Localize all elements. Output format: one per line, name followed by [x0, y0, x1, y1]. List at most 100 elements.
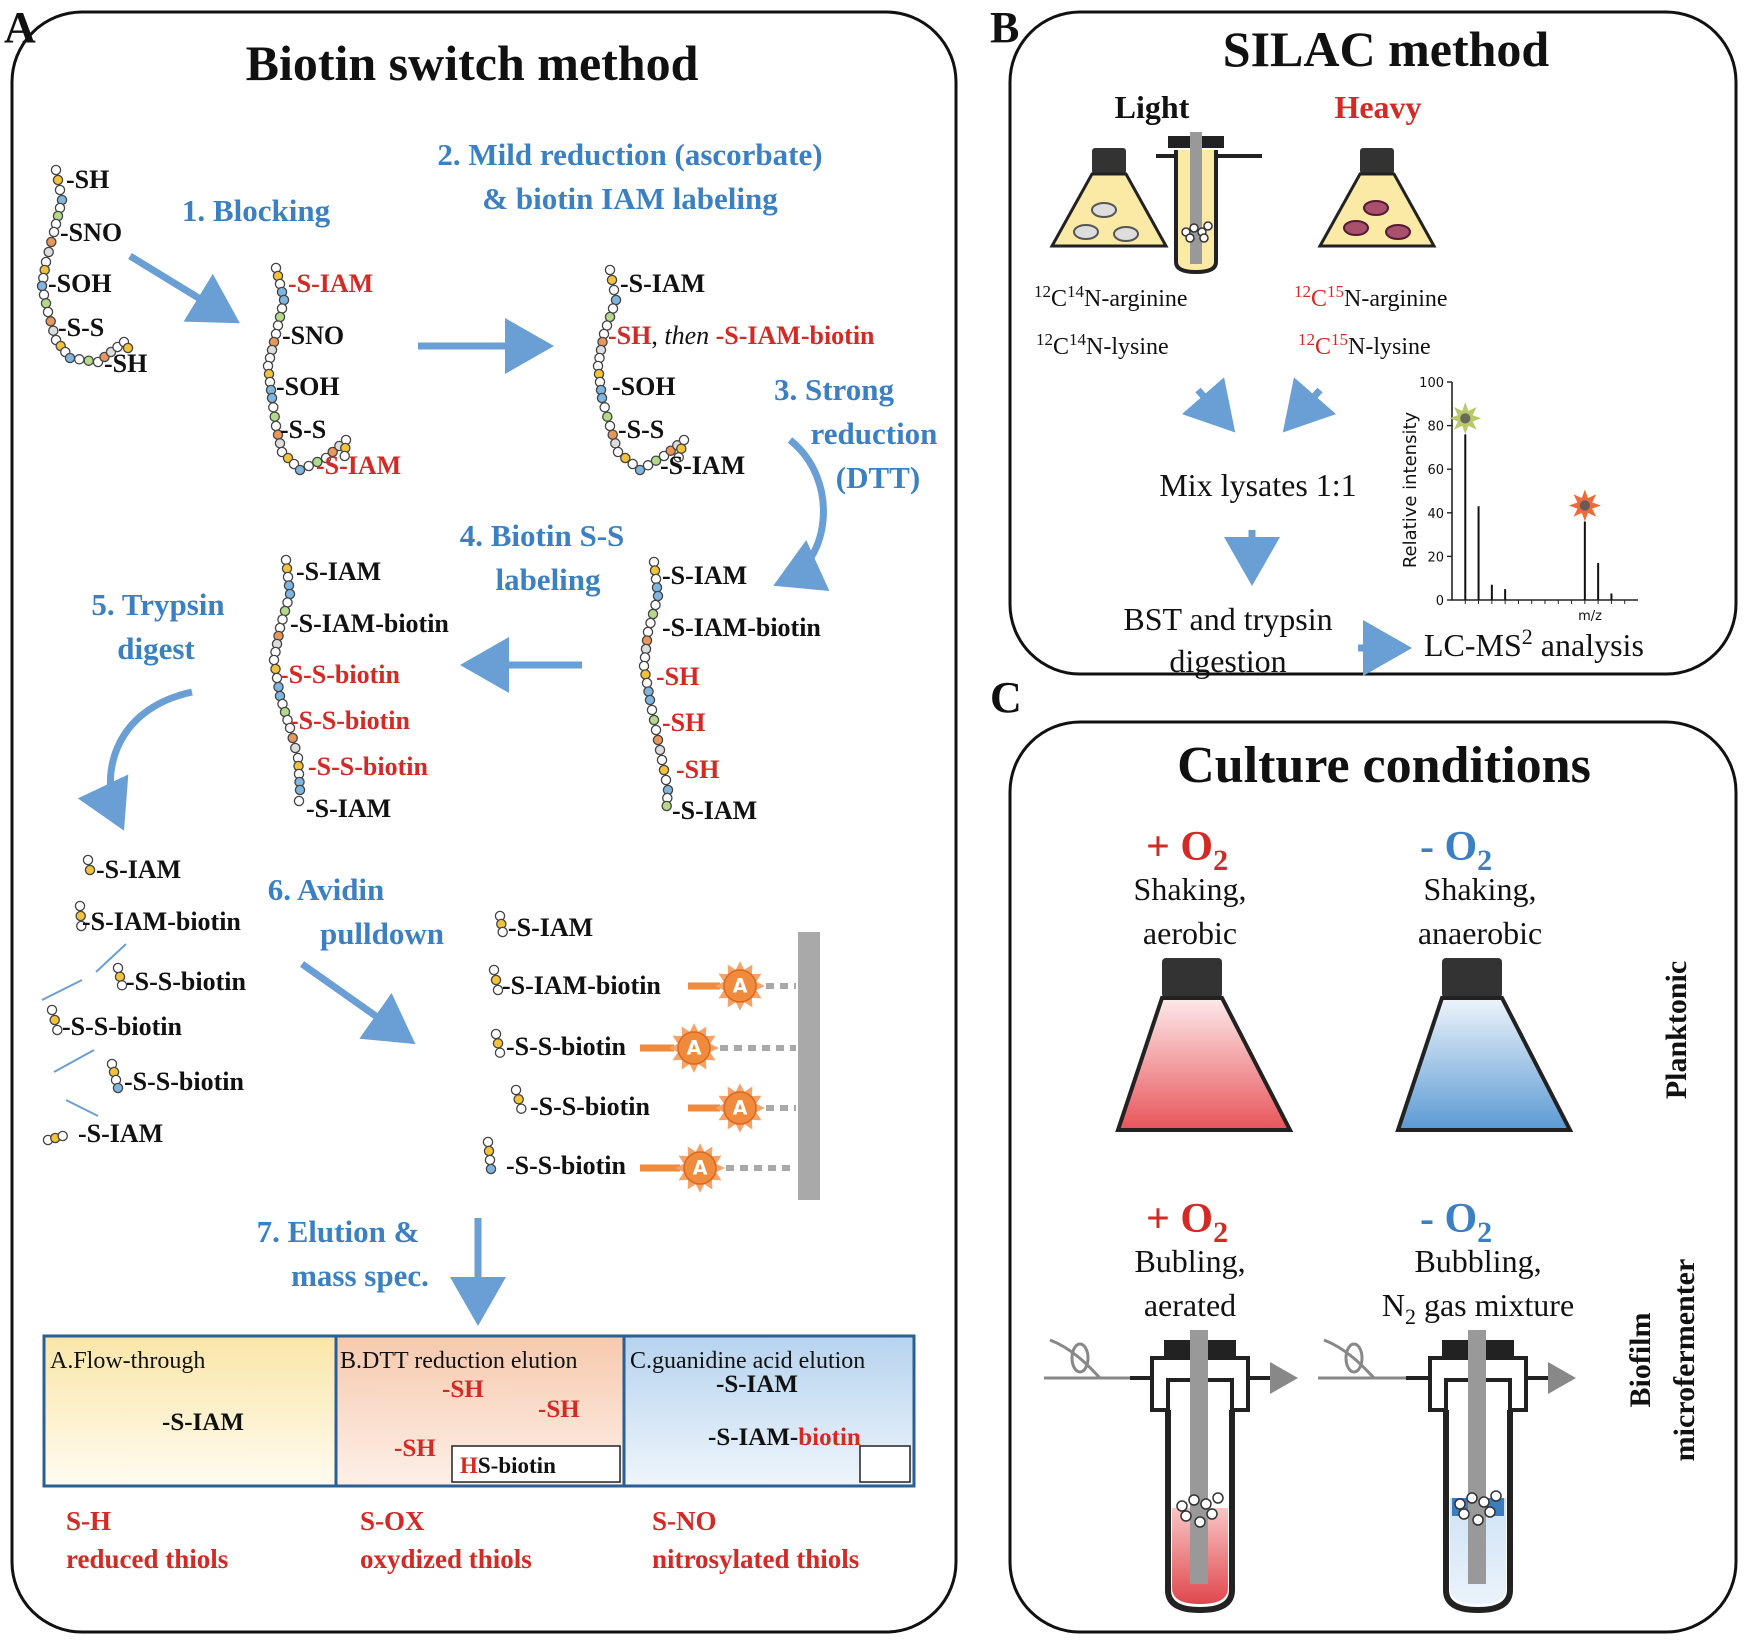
avidin-letter: A [687, 1037, 702, 1060]
step-3-label-line3: (DTT) [836, 460, 920, 495]
peptide-bead [641, 677, 653, 689]
panel-letter-b: B [990, 3, 1019, 52]
peptide-bead [339, 450, 350, 462]
category-sox-desc: oxydized thiols [360, 1544, 532, 1574]
side-label-planktonic: Planktonic [1660, 961, 1693, 1099]
peptide-chain-3: -S-IAM -SH, then -S-IAM-biotin -SOH -S-S… [608, 269, 875, 480]
fragment-3: -S-S-biotin [126, 967, 246, 996]
avidin-pulldown: -S-IAM -S-IAM-biotin -S-S-biotin -S-S-bi… [502, 913, 820, 1200]
peptide-bead [658, 450, 670, 462]
peptide-bead [52, 174, 64, 186]
peptide-bead [40, 298, 52, 309]
peptide-bead [648, 714, 660, 726]
guanidine-biotin: biotin [798, 1424, 861, 1451]
ms-ytick-label: 60 [1427, 463, 1444, 478]
peptide-bead [116, 980, 128, 991]
peptide-bead [642, 626, 654, 638]
chain1-ss-label: -S-S [58, 313, 104, 342]
arrow-strong-reduction [773, 437, 830, 591]
peptide-bead [607, 429, 618, 440]
peptide-bead [46, 236, 57, 248]
peptide-bead [74, 900, 86, 912]
chain3-iam-biotin: -S-IAM-biotin [709, 321, 875, 350]
step-2-label-line1: 2. Mild reduction (ascorbate) [437, 137, 822, 172]
peptide-bead [620, 452, 631, 464]
light-isotope-labels: 12C14N-arginine 12C14N-lysine [1034, 282, 1188, 360]
fragment-4: -S-S-biotin [62, 1012, 182, 1041]
step-6-label-line1: 6. Avidin [268, 872, 385, 907]
step-2-label-line2: & biotin IAM labeling [482, 181, 778, 216]
light-label: Light [1115, 89, 1190, 125]
light-microfermenter [1156, 132, 1262, 275]
bio-plus-o2: + O2 [1146, 1196, 1228, 1249]
peptide-bead [650, 573, 662, 585]
bio-right-line1: Bubbling, [1414, 1243, 1541, 1279]
chain4-l6: -S-IAM [672, 796, 757, 825]
peptide-bead [640, 669, 651, 680]
peptide-bead [287, 732, 298, 744]
peptide-bead [268, 654, 280, 666]
peptide-bead [282, 571, 294, 583]
bio-left-line2: aerated [1144, 1287, 1236, 1323]
heavy-arginine: 12C15N-arginine [1294, 282, 1448, 312]
fragment-1: -S-IAM [96, 855, 181, 884]
avidin-letter: A [693, 1157, 708, 1180]
avidin-bead [723, 969, 757, 1003]
peptide-bead [282, 597, 293, 608]
dtt-sh-1: -SH [442, 1376, 484, 1403]
category-sno-desc: nitrosylated thiols [652, 1544, 859, 1574]
ms-ytick-label: 80 [1427, 420, 1444, 435]
chain1-sh2-label: -SH [104, 349, 147, 378]
peptide-bead [656, 754, 668, 766]
side-label-biofilm-line1: Biofilm [1624, 1312, 1657, 1407]
step-5-label-line2: digest [117, 631, 195, 666]
plank-plus-o2: + O2 [1146, 824, 1228, 877]
chain5-l5: -S-S-biotin [308, 752, 428, 781]
peptide-bead [485, 1163, 497, 1175]
chain3-siam2-label: -S-IAM [660, 451, 745, 480]
panel-c-title: Culture conditions [1177, 737, 1591, 794]
ms-ytick-label: 100 [1419, 376, 1444, 391]
peptide-bead [647, 608, 659, 620]
peptide-bead [673, 452, 684, 463]
chain3-soh-label: -SOH [612, 372, 676, 401]
panel-c-frame [1008, 720, 1738, 1634]
peptide-bead [112, 1082, 124, 1094]
ms-ytick-label: 0 [1436, 594, 1444, 609]
plank-right-line2: anaerobic [1418, 915, 1542, 951]
pulldown-5: -S-S-biotin [506, 1151, 626, 1180]
peptide-bead [303, 460, 314, 472]
peptide-bead [43, 246, 54, 258]
peptide-bead [661, 800, 672, 812]
chain2-siam-label: -S-IAM [288, 269, 373, 298]
peptide-bead [634, 464, 646, 476]
bst-digestion-line1: BST and trypsin [1123, 601, 1332, 637]
thiol-categories: S-H reduced thiols S-OX oxydized thiols … [66, 1506, 859, 1574]
chain2-siam2-label: -S-IAM [316, 451, 401, 480]
peptide-bead [604, 420, 616, 432]
peptide-bead [643, 686, 654, 697]
aerobic-flask [1115, 958, 1294, 1132]
peptide-bead [36, 280, 48, 292]
peptide-bead [268, 402, 279, 413]
pulldown-3: -S-S-biotin [506, 1032, 626, 1061]
chain4-l3: -SH [656, 662, 699, 691]
chain4-l2: -S-IAM-biotin [662, 613, 821, 642]
anaerobic-flask [1395, 958, 1574, 1132]
plank-left-line1: Shaking, [1134, 871, 1247, 907]
bio-right-line2: N2 gas mixture [1382, 1287, 1574, 1329]
flow-through-label: -S-IAM [162, 1409, 244, 1436]
chain3-siam-label: -S-IAM [620, 269, 705, 298]
peptide-bead [281, 563, 293, 574]
chain3-ss-label: -S-S [618, 415, 664, 444]
category-sox-code: S-OX [360, 1506, 425, 1536]
peptide-bead [612, 446, 624, 458]
chain3-sh-then-label: -SH, then -S-IAM-biotin [608, 321, 875, 350]
fragment-2: -S-IAM-biotin [82, 907, 241, 936]
heavy-lysine: 12C15N-lysine [1298, 330, 1431, 360]
pulldown-1: -S-IAM [508, 913, 593, 942]
guanidine-elution-title: C.guanidine acid elution [630, 1348, 865, 1374]
panel-letter-a: A [4, 3, 36, 52]
chain2-soh-label: -SOH [276, 372, 340, 401]
aerated-microfermenter [1044, 1330, 1298, 1614]
